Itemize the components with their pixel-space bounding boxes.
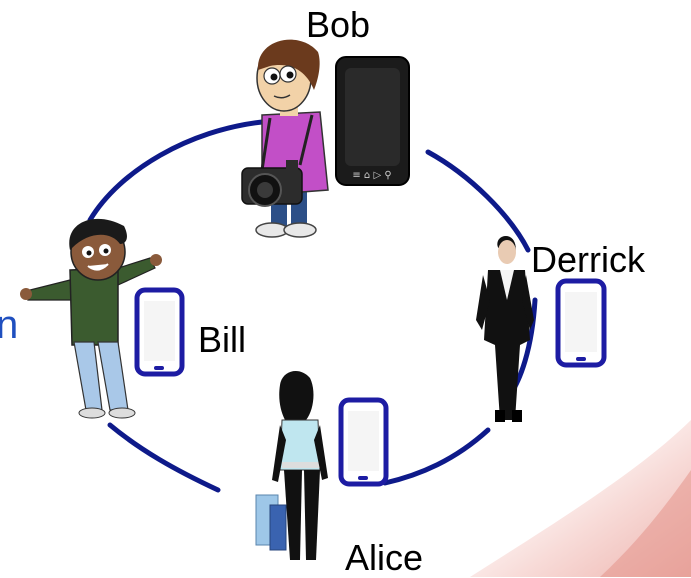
background-swoosh-accent [600,470,691,577]
bob-device: ≡ ⌂ ▷ ⚲ [335,56,410,186]
participant-label-derrick: Derrick [531,239,645,280]
participant-label-bill: Bill [198,319,247,360]
background-swoosh [470,420,691,577]
derrick-character [476,236,534,422]
ring-arc-top-left [87,119,265,223]
partial-left-label: n [0,303,19,347]
ring-arc-bottom-left [107,422,221,493]
participant-label-bob: Bob [306,4,371,45]
derrick-device [555,278,607,368]
bob-character [241,39,329,238]
phone-nav-buttons: ≡ ⌂ ▷ ⚲ [352,170,391,181]
ring-arc-top-right [425,149,531,253]
alice-character [272,370,328,560]
alice-device [338,397,389,487]
connection-ring [87,119,538,493]
participant-label-alice: Alice [345,537,424,578]
shopping-bags [255,494,287,551]
bill-device [134,287,185,377]
ring-arc-bottom-right [382,427,491,486]
bill-character [20,218,162,419]
